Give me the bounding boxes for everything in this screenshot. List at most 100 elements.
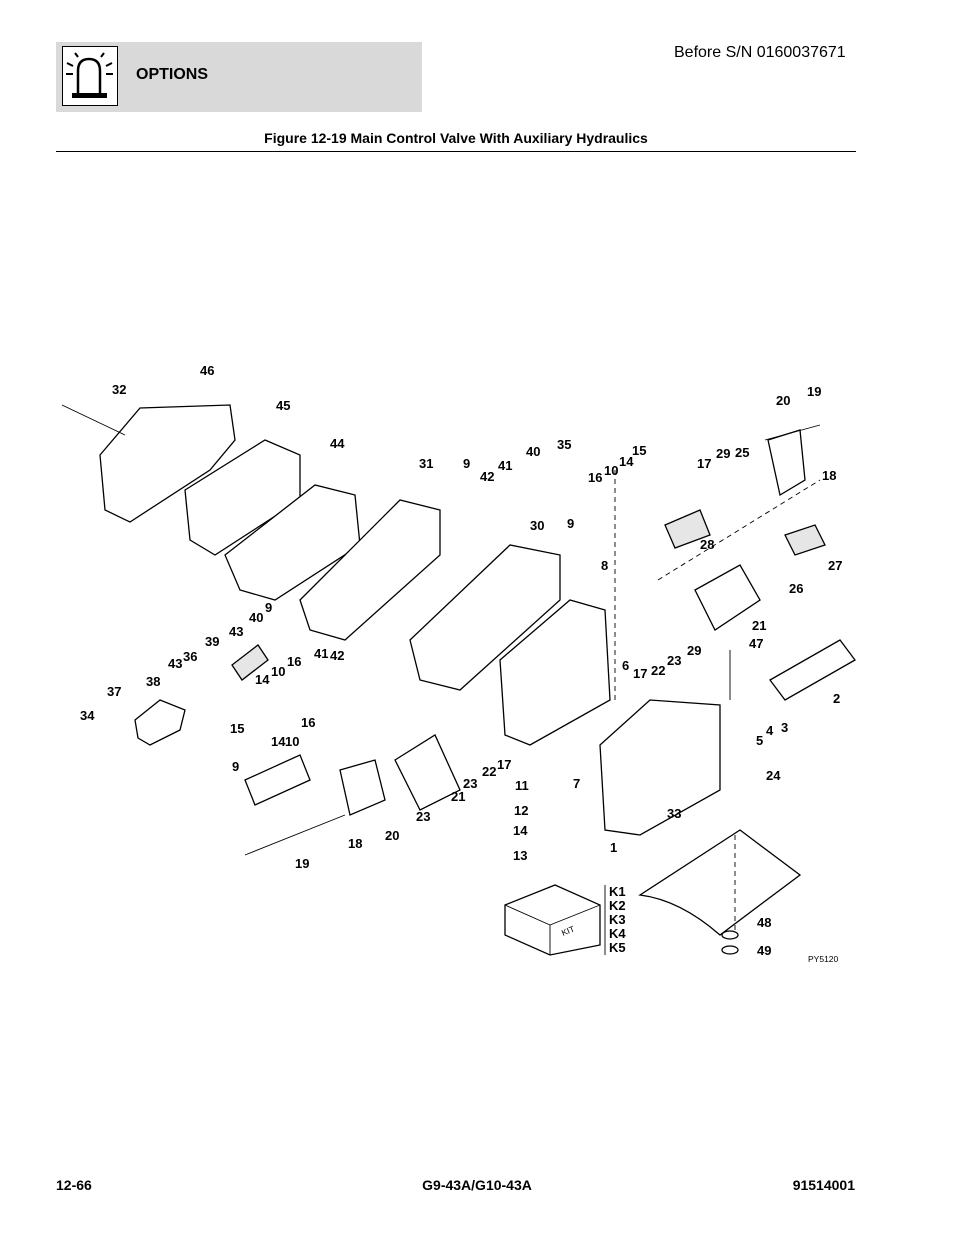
cap-part (339, 759, 386, 816)
spool-part (769, 639, 856, 701)
callout-label: 15 (632, 443, 646, 458)
washer-part (721, 930, 739, 940)
callout-label: 11 (515, 778, 529, 793)
callout-label: 22 (482, 764, 496, 779)
callout-label: 22 (651, 663, 665, 678)
callout-label: 45 (276, 398, 290, 413)
end-cap-part (134, 699, 186, 746)
spring-part (664, 509, 711, 549)
kit-box (504, 884, 601, 956)
callout-label: 43 (229, 624, 243, 639)
kit-box-edge (549, 904, 601, 926)
valve-section-part (299, 499, 441, 641)
callout-label: 16 (588, 470, 602, 485)
callout-label: 9 (567, 516, 574, 531)
callout-label: 20 (385, 828, 399, 843)
cylinder-part (694, 564, 761, 631)
figure-reference: PY5120 (808, 954, 839, 964)
callout-label: 32 (112, 382, 126, 397)
header-rule (56, 151, 856, 152)
callout-label: 1 (610, 840, 617, 855)
kit-label: K3 (609, 912, 626, 927)
spring-part (784, 524, 826, 556)
callout-label: 25 (735, 445, 749, 460)
callout-label: 43 (168, 656, 182, 671)
callout-label: 5 (756, 733, 763, 748)
kit-label: K2 (609, 898, 626, 913)
callout-label: 3 (781, 720, 788, 735)
callout-label: 8 (601, 558, 608, 573)
callout-label: 34 (80, 708, 95, 723)
callout-label: 16 (287, 654, 301, 669)
callout-label: 17 (497, 757, 511, 772)
callout-label: 19 (295, 856, 309, 871)
callout-label: 26 (789, 581, 803, 596)
plug-part (244, 754, 311, 806)
callout-label: 39 (205, 634, 219, 649)
callout-label: 28 (700, 537, 714, 552)
callout-label: 18 (348, 836, 362, 851)
callout-label: 47 (749, 636, 763, 651)
callout-label: 10 (604, 463, 618, 478)
callout-label: 23 (416, 809, 430, 824)
callout-label: 37 (107, 684, 121, 699)
warning-beacon-icon (62, 46, 118, 106)
callout-label: 14 (255, 672, 270, 687)
mounting-plate-part (638, 829, 802, 936)
figure-title: Figure 12-19 Main Control Valve With Aux… (264, 130, 648, 146)
callout-label: 10 (271, 664, 285, 679)
valve-parts-drawing (61, 404, 856, 956)
callout-label: 38 (146, 674, 160, 689)
callout-label: 49 (757, 943, 771, 958)
callout-label: 30 (530, 518, 544, 533)
callout-label: 9 (265, 600, 272, 615)
callout-label: 27 (828, 558, 842, 573)
callout-label: 19 (807, 384, 821, 399)
callout-label: 9 (232, 759, 239, 774)
callout-label: 12 (514, 803, 528, 818)
kit-box-label: KIT (560, 924, 576, 938)
callout-label: 42 (480, 469, 494, 484)
callout-label: 42 (330, 648, 344, 663)
callout-label: 40 (249, 610, 263, 625)
callout-label: 13 (513, 848, 527, 863)
rod-part (244, 814, 346, 856)
callout-label: 20 (776, 393, 790, 408)
callout-label: 17 (633, 666, 647, 681)
document-number: 91514001 (792, 1177, 855, 1193)
lift-section-part (499, 599, 611, 746)
callout-label: 14 (271, 734, 286, 749)
valve-section-part (409, 544, 561, 691)
callout-label: 24 (766, 768, 781, 783)
callout-label: 41 (498, 458, 512, 473)
callout-label: 9 (463, 456, 470, 471)
spring-part (231, 644, 269, 681)
callout-label: 2 (833, 691, 840, 706)
kit-label: K4 (609, 926, 626, 941)
callout-label: 41 (314, 646, 328, 661)
callout-label: 46 (200, 363, 214, 378)
rod-part (764, 424, 821, 441)
kit-label: K1 (609, 884, 626, 899)
callout-label: 44 (330, 436, 345, 451)
callout-label: 40 (526, 444, 540, 459)
callout-label: 10 (285, 734, 299, 749)
cylinder-part (394, 734, 461, 811)
cap-part (767, 429, 806, 497)
callout-label: 23 (667, 653, 681, 668)
callout-label: 4 (766, 723, 774, 738)
callout-label: 31 (419, 456, 433, 471)
callout-label: 29 (687, 643, 701, 658)
callout-label: 6 (622, 658, 629, 673)
nut-part (721, 945, 739, 955)
callout-label: 16 (301, 715, 315, 730)
model-number: G9-43A/G10-43A (422, 1177, 532, 1193)
callout-label: 18 (822, 468, 836, 483)
alignment-line (657, 479, 821, 581)
kit-box-edge (504, 904, 551, 926)
bolt-part (61, 404, 126, 436)
inlet-body-part (599, 699, 721, 836)
